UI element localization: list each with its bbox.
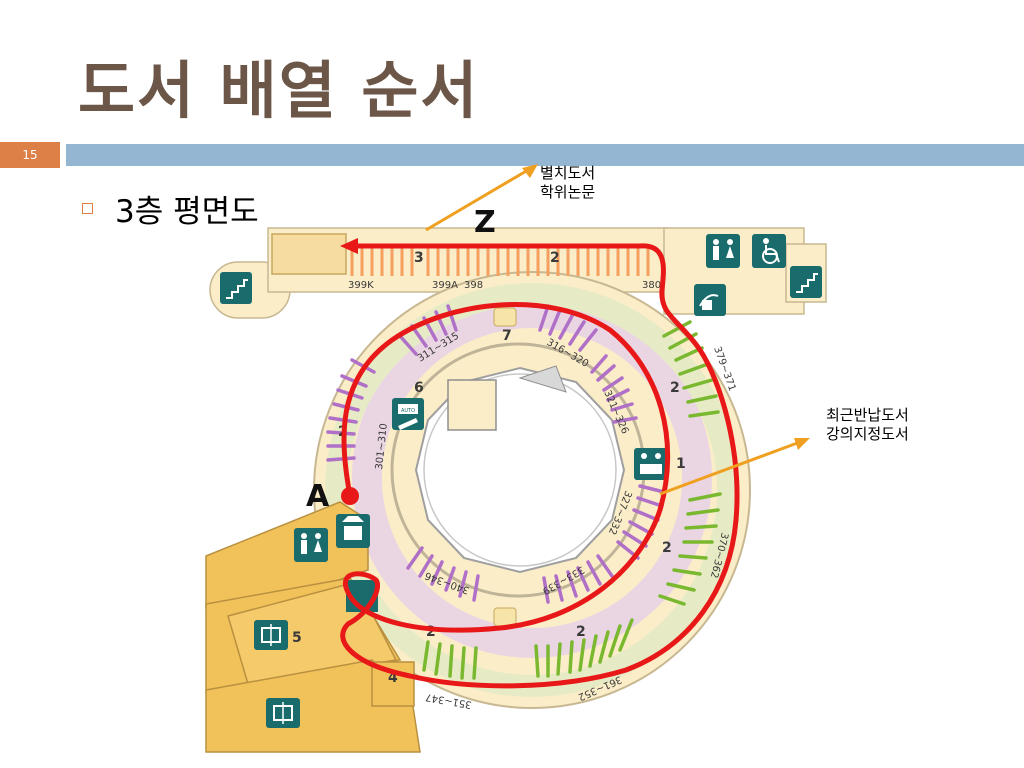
zone-number: 5	[292, 630, 302, 646]
zone-number: 2	[670, 380, 680, 396]
zone-number: 2	[576, 624, 586, 640]
shelf-code-label: 399A	[432, 280, 458, 291]
restroom-icon	[294, 528, 328, 562]
top-note: 별치도서 학위논문	[540, 164, 595, 202]
start-marker: A	[306, 479, 330, 514]
desk-399k	[271, 233, 347, 275]
zone-number: 2	[662, 540, 672, 556]
slide-title: 도서 배열 순서	[78, 54, 480, 127]
right-note: 최근반납도서 강의지정도서	[826, 406, 909, 444]
orange-shelves	[350, 244, 650, 276]
square-bullet-icon	[82, 203, 93, 214]
zone-number: 7	[502, 328, 512, 344]
reading-room-icon	[266, 698, 300, 728]
zone-number: 6	[414, 380, 424, 396]
information-desk-icon	[634, 448, 668, 480]
callout-arrows	[425, 164, 810, 496]
bullet-text: 3층 평면도	[115, 194, 259, 230]
core-room	[447, 379, 497, 431]
zone-number: 4	[388, 670, 398, 686]
page-number: 15	[0, 142, 60, 168]
spiral-stair	[518, 365, 567, 393]
zone-number: 3	[414, 250, 424, 266]
shelf-code-label: 380	[642, 280, 661, 291]
right-note-line: 강의지정도서	[826, 425, 909, 443]
zone-number: 2	[426, 624, 436, 640]
title-band	[66, 144, 1024, 166]
shelf-range-label: 301~310	[374, 423, 390, 470]
zone-number: 1	[676, 456, 686, 472]
accessible-icon	[752, 234, 786, 268]
right-note-line: 최근반납도서	[826, 406, 909, 424]
restroom-icon	[706, 234, 740, 268]
top-note-line: 별치도서	[540, 164, 596, 182]
green-shelves	[422, 320, 722, 680]
start-point	[341, 487, 359, 505]
end-marker: Z	[474, 205, 496, 240]
svg-text:AUTO: AUTO	[401, 408, 415, 414]
lower-left-wings	[205, 501, 421, 753]
top-note-line: 학위논문	[540, 183, 596, 201]
shelf-code-label: 398	[464, 280, 483, 291]
stairs-icon	[790, 266, 822, 298]
reading-room-icon	[254, 620, 288, 650]
bullet-item: 3층 평면도	[82, 186, 259, 231]
zone-number: 2	[550, 250, 560, 266]
shelf-code-label: 399K	[348, 280, 374, 291]
water-fountain-icon	[694, 284, 726, 316]
auto-return-icon: AUTO	[392, 398, 424, 430]
stairs-icon	[220, 272, 252, 304]
reading-order-path	[340, 243, 740, 689]
book-drop-icon	[336, 514, 370, 548]
purple-band	[352, 298, 712, 658]
path-arrowhead	[340, 238, 358, 254]
